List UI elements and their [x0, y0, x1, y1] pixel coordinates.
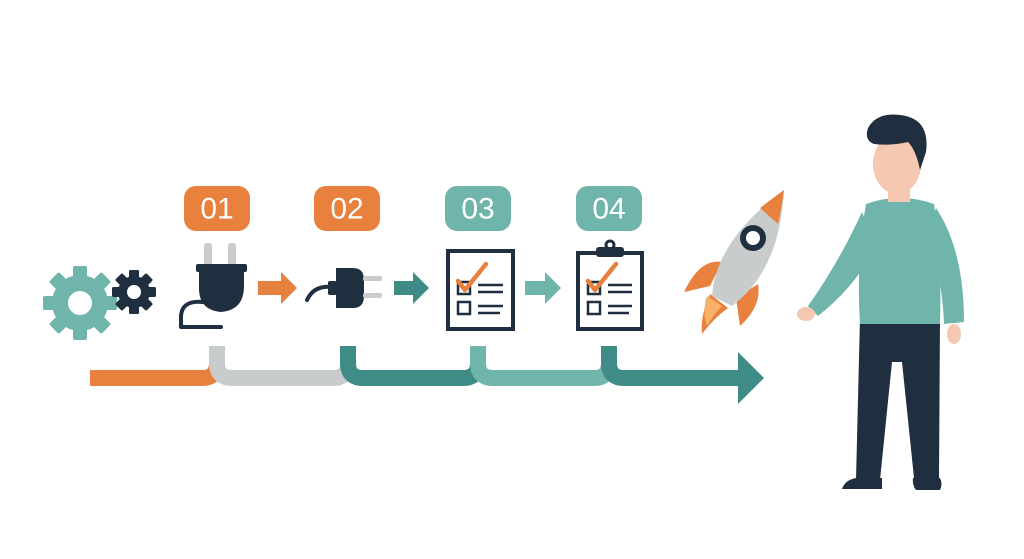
step-badge-02: 02: [314, 186, 380, 231]
timeline-track: [90, 346, 740, 386]
checkmark-icon: [455, 261, 489, 293]
gears-icon: [43, 266, 156, 340]
timeline-segment-4: [470, 346, 617, 386]
step-number-03: 03: [461, 193, 494, 226]
arrow-right-icon: [525, 272, 561, 304]
person-torso: [858, 198, 941, 324]
step-number-02: 02: [330, 193, 363, 226]
timeline-arrowhead-icon: [738, 352, 764, 404]
timeline-segment-5: [601, 346, 740, 386]
step-badge-01: 01: [184, 186, 250, 231]
step-number-04: 04: [592, 193, 625, 226]
person-hand-right: [947, 324, 961, 344]
step-badge-03: 03: [445, 186, 511, 231]
step-number-01: 01: [200, 193, 233, 226]
person-hair: [866, 114, 927, 170]
person-arm-left: [808, 212, 876, 316]
plug-connector-icon: [305, 268, 382, 308]
checklist-icon: [446, 249, 515, 331]
person-legs: [856, 318, 940, 480]
person-shoe-left: [842, 478, 882, 489]
step-badge-04: 04: [576, 186, 642, 231]
arrow-right-icon: [258, 272, 297, 304]
plug-icon: [179, 243, 247, 329]
person-figure: [797, 114, 964, 490]
arrow-right-icon: [394, 272, 429, 304]
timeline-segment-3: [340, 346, 486, 386]
small-gear-icon: [112, 270, 156, 314]
checkmark-icon: [585, 261, 619, 293]
clipboard-checklist-icon: [576, 239, 644, 331]
person-head: [873, 134, 921, 194]
person-hand-left: [797, 307, 815, 321]
timeline-segment-1: [90, 346, 225, 386]
timeline-segment-2: [209, 346, 356, 386]
person-shoe-right: [912, 478, 942, 490]
large-gear-icon: [43, 266, 117, 340]
rocket-icon: [684, 190, 784, 334]
